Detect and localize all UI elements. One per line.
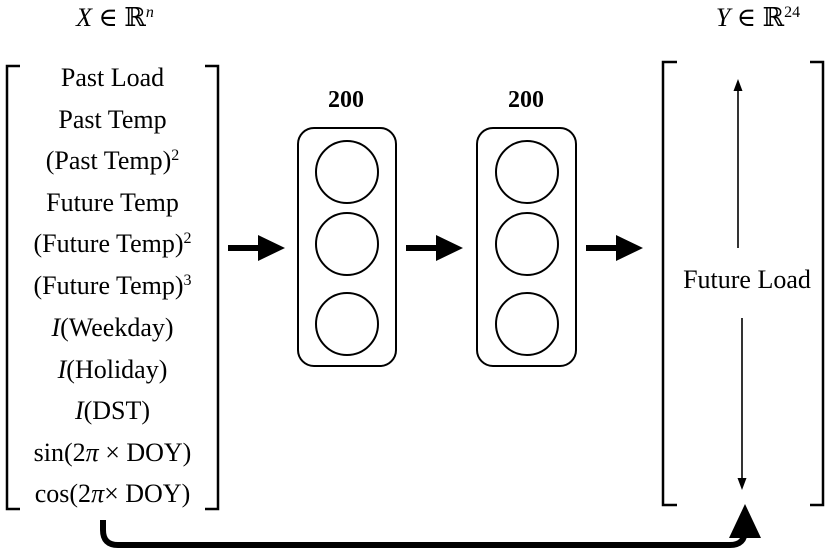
input-bracket-left — [5, 64, 20, 511]
layer-1-units-label: 200 — [328, 87, 364, 113]
arrow-input-to-layer1 — [228, 235, 285, 261]
output-space: ∈ ℝ — [730, 3, 785, 32]
layer-2-neuron — [495, 140, 559, 204]
layer-2-units-label: 200 — [508, 87, 544, 113]
input-feature-past-temp: Past Temp — [20, 106, 205, 134]
feature-text: × DOY) — [98, 438, 192, 467]
feature-text: Past Load — [60, 63, 165, 92]
output-dimension: 24 — [784, 4, 801, 21]
hidden-layer-2-box — [476, 127, 577, 367]
feature-text: (Future Temp) — [33, 229, 184, 258]
arrow-layer1-to-layer2 — [406, 235, 463, 261]
feature-text: (Past Temp) — [45, 146, 172, 175]
layer-2-neuron — [495, 212, 559, 276]
feature-text: (Weekday) — [60, 313, 174, 342]
input-feature-cos-doy: cos(2π× DOY) — [20, 480, 205, 508]
output-down-arrow — [737, 318, 747, 490]
layer-1-neuron — [315, 140, 379, 204]
indicator-symbol: I — [51, 313, 61, 342]
layer-1-frame — [297, 127, 397, 367]
feature-text: (DST) — [83, 396, 151, 425]
input-dimension: n — [145, 4, 154, 21]
input-feature-past-temp-squared: (Past Temp)2 — [20, 147, 205, 175]
indicator-symbol: I — [57, 355, 67, 384]
output-bracket-right — [810, 60, 825, 507]
output-vector-label: Y ∈ ℝ24 — [688, 4, 828, 32]
skip-connection-arrow — [100, 504, 761, 548]
output-text: Future Load — [683, 265, 811, 294]
feature-text: cos(2 — [34, 479, 92, 508]
feature-text: sin(2 — [33, 438, 86, 467]
feature-text: (Holiday) — [66, 355, 168, 384]
input-feature-future-temp-cubed: (Future Temp)3 — [20, 272, 205, 300]
input-feature-holiday-indicator: I(Holiday) — [20, 356, 205, 384]
output-label: Future Load — [672, 266, 822, 294]
output-var: Y — [715, 3, 731, 32]
arrow-layer2-to-output — [586, 235, 643, 261]
pi-symbol: π — [85, 438, 99, 467]
input-bracket-right — [205, 64, 220, 511]
layer-1-neuron — [315, 212, 379, 276]
feature-exponent: 2 — [171, 147, 180, 164]
input-feature-past-load: Past Load — [20, 64, 205, 92]
layer-2-neuron — [495, 292, 559, 356]
feature-exponent: 3 — [183, 272, 192, 289]
input-feature-future-temp: Future Temp — [20, 189, 205, 217]
feature-text: × DOY) — [104, 479, 191, 508]
output-up-arrow — [733, 79, 743, 248]
input-var: X — [76, 3, 93, 32]
input-feature-dst-indicator: I(DST) — [20, 397, 205, 425]
pi-symbol: π — [91, 479, 105, 508]
indicator-symbol: I — [74, 396, 84, 425]
input-feature-future-temp-squared: (Future Temp)2 — [20, 230, 205, 258]
input-feature-weekday-indicator: I(Weekday) — [20, 314, 205, 342]
feature-exponent: 2 — [183, 230, 192, 247]
hidden-layer-1-box — [297, 127, 397, 367]
feature-text: Past Temp — [58, 105, 167, 134]
input-space: ∈ ℝ — [92, 3, 146, 32]
input-feature-sin-doy: sin(2π × DOY) — [20, 439, 205, 467]
output-bracket-left — [661, 60, 677, 507]
input-vector-label: X ∈ ℝn — [45, 4, 185, 32]
layer-1-neuron — [315, 292, 379, 356]
feature-text: Future Temp — [46, 188, 179, 217]
feature-text: (Future Temp) — [33, 271, 184, 300]
layer-2-frame — [476, 127, 577, 367]
